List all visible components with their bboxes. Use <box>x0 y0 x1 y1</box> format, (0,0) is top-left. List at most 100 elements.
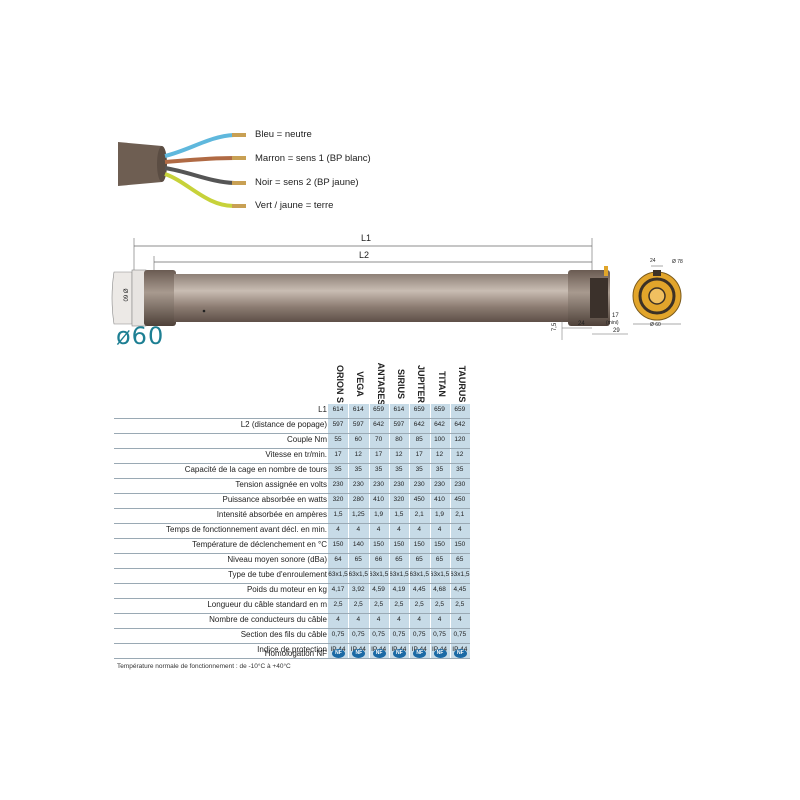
footnote: Température normale de fonctionnement : … <box>117 663 291 670</box>
wire-label-brown: Marron = sens 1 (BP blanc) <box>255 153 371 164</box>
cell-separator <box>449 644 451 658</box>
cell-separator <box>388 644 390 658</box>
wire-label-green-yellow: Vert / jaune = terre <box>255 200 334 211</box>
cell-separator <box>368 419 370 433</box>
cell-separator <box>409 449 411 463</box>
model-name: VEGA <box>355 371 366 397</box>
model-header: JUPITER <box>413 365 429 403</box>
cell-separator <box>409 629 411 643</box>
spec-value: 12 <box>395 451 403 458</box>
dim-17: 17 <box>612 313 619 319</box>
spec-value: 230 <box>393 481 405 488</box>
cell-separator <box>449 419 451 433</box>
spec-value: 320 <box>332 496 344 503</box>
cell-separator <box>429 479 431 493</box>
cell-separator <box>449 524 451 538</box>
spec-value: 150 <box>373 541 385 548</box>
spec-label: Température de déclenchement en °C <box>192 540 327 549</box>
spec-value: 35 <box>456 466 464 473</box>
cell-separator <box>388 524 390 538</box>
spec-value: 64 <box>334 556 342 563</box>
cell-separator <box>409 584 411 598</box>
wire-blue <box>164 133 235 158</box>
spec-value: 230 <box>454 481 466 488</box>
cell-separator <box>449 449 451 463</box>
model-header: SIRIUS <box>393 366 409 402</box>
spec-value: 4,17 <box>331 586 345 593</box>
wire-black <box>164 166 235 185</box>
spec-value: 2,5 <box>434 601 445 608</box>
cell-separator <box>388 494 390 508</box>
cell-separator <box>429 629 431 643</box>
spec-value: 65 <box>456 556 464 563</box>
cell-separator <box>368 629 370 643</box>
spec-value: 2,5 <box>455 601 465 608</box>
spec-value: 65 <box>415 556 423 563</box>
cell-separator <box>409 539 411 553</box>
wire-tip <box>232 156 246 160</box>
cell-separator <box>429 614 431 628</box>
cell-separator <box>449 554 451 568</box>
cell-separator <box>388 629 390 643</box>
dim-7-5: 7,5 <box>552 322 559 332</box>
wire-brown <box>164 156 235 164</box>
spec-value: 12 <box>354 451 362 458</box>
cell-separator <box>368 539 370 553</box>
cell-separator <box>348 629 350 643</box>
spec-value: 0,75 <box>351 631 365 638</box>
cell-separator <box>368 569 370 583</box>
end-dim-78: Ø 78 <box>672 259 683 265</box>
spec-value: 230 <box>434 481 445 488</box>
cell-separator <box>348 569 350 583</box>
cell-separator <box>368 404 370 418</box>
spec-value: 63x1,5 <box>429 571 450 578</box>
cell-separator <box>449 479 451 493</box>
spec-value: 614 <box>332 406 344 413</box>
model-header: TITAN <box>434 366 450 402</box>
cell-separator <box>449 509 451 523</box>
spec-value: 597 <box>393 421 405 428</box>
cell-separator <box>388 449 390 463</box>
spec-label: Tension assignée en volts <box>235 480 327 489</box>
spec-value: 100 <box>434 436 445 443</box>
end-dim-60: Ø 60 <box>650 322 661 328</box>
cell-separator <box>409 644 411 658</box>
cell-separator <box>388 479 390 493</box>
cell-separator <box>429 509 431 523</box>
spec-value: 4 <box>376 526 381 533</box>
spec-value: 4 <box>336 526 340 533</box>
spec-label: Puissance absorbée en watts <box>222 495 327 504</box>
cell-separator <box>368 449 370 463</box>
spec-value: 2,1 <box>414 511 424 518</box>
cell-separator <box>429 554 431 568</box>
spec-value: 642 <box>434 421 445 428</box>
spec-value: 642 <box>413 421 425 428</box>
spec-value: 4,59 <box>372 586 385 593</box>
cell-separator <box>348 419 350 433</box>
spec-value: 597 <box>352 421 364 428</box>
cell-separator <box>409 434 411 448</box>
spec-value: 450 <box>413 496 425 503</box>
spec-value: 410 <box>434 496 445 503</box>
spec-value: 4 <box>356 616 361 623</box>
spec-label: Vitesse en tr/min. <box>265 450 327 459</box>
spec-value: 0,75 <box>433 631 446 638</box>
cell-separator <box>449 539 451 553</box>
spec-value: 35 <box>395 466 403 473</box>
cell-separator <box>409 464 411 478</box>
spec-value: 63x1,5 <box>368 571 389 578</box>
cell-separator <box>429 584 431 598</box>
spec-value: 35 <box>415 466 423 473</box>
spec-label: Longueur du câble standard en m <box>207 600 327 609</box>
spec-value: 1,5 <box>394 511 404 518</box>
cell-separator <box>449 629 451 643</box>
